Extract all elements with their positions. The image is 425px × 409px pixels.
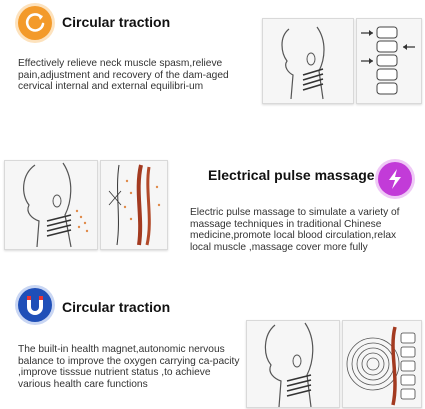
feature-circular-traction: Circular traction Effectively relieve ne… bbox=[0, 0, 425, 130]
feature-title: Circular traction bbox=[62, 14, 171, 30]
cervical-spine-illustration bbox=[356, 18, 422, 104]
magnetic-field-illustration bbox=[342, 320, 422, 408]
feature-description: Effectively relieve neck muscle spasm,re… bbox=[18, 58, 229, 92]
feature-title: Electrical pulse massage bbox=[208, 167, 375, 183]
neck-magnet-illustration bbox=[246, 320, 340, 408]
circular-arrow-icon bbox=[18, 6, 52, 40]
lightning-icon bbox=[378, 162, 412, 196]
muscle-illustration bbox=[100, 160, 168, 250]
feature-magnet-therapy: Circular traction The built-in health ma… bbox=[0, 280, 425, 409]
feature-description: Electric pulse massage to simulate a var… bbox=[190, 207, 400, 253]
feature-description: The built-in health magnet,autonomic ner… bbox=[18, 344, 240, 390]
magnet-icon bbox=[18, 288, 52, 322]
feature-electrical-pulse-massage: Electrical pulse massage Electric pulse … bbox=[0, 140, 425, 270]
feature-title: Circular traction bbox=[62, 299, 171, 315]
neck-massage-illustration bbox=[4, 160, 98, 250]
neck-illustration bbox=[262, 18, 354, 104]
